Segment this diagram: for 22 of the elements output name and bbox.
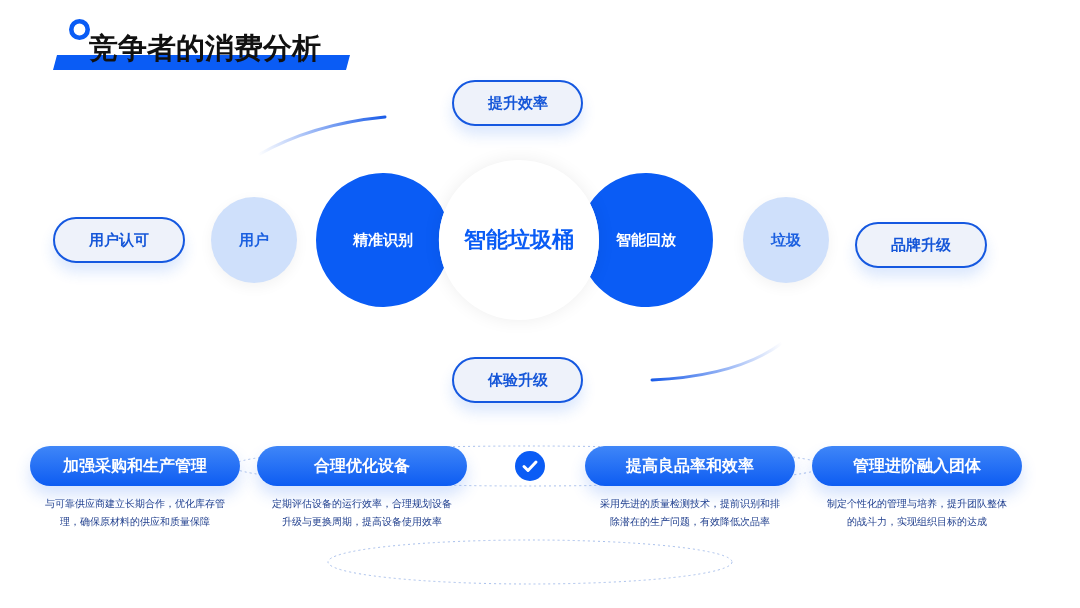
node-label: 智能回放 [616, 230, 676, 250]
node-label: 精准识别 [353, 230, 413, 250]
outlined-pill [452, 80, 583, 126]
outlined-pill [452, 357, 583, 403]
node-label: 提升效率 [487, 93, 548, 113]
node-label: 用户 [239, 230, 269, 250]
description-text: 定期评估设备的运行效率，合理规划设备升级与更换周期，提高设备使用效率 [271, 497, 453, 529]
node-label: 品牌升级 [891, 235, 951, 255]
stage-title: 加强采购和生产管理 [63, 455, 207, 477]
description-text: 采用先进的质量检测技术，提前识别和排除潜在的生产问题，有效降低次品率 [599, 497, 781, 529]
stage-title: 合理优化设备 [314, 455, 410, 477]
description-text: 与可靠供应商建立长期合作，优化库存管理，确保原材料的供应和质量保障 [44, 497, 226, 529]
outlined-pill [53, 217, 185, 263]
stage-title: 管理进阶融入团体 [853, 455, 981, 477]
center-label: 智能垃圾桶 [464, 226, 574, 254]
outlined-pill [855, 222, 987, 268]
node-label: 垃圾 [771, 230, 801, 250]
node-label: 体验升级 [487, 370, 548, 390]
stage-title: 提高良品率和效率 [626, 455, 754, 477]
node-label: 用户认可 [89, 230, 149, 250]
dotted-ellipse [327, 539, 733, 585]
description-text: 制定个性化的管理与培养，提升团队整体的战斗力，实现组织目标的达成 [826, 497, 1008, 529]
